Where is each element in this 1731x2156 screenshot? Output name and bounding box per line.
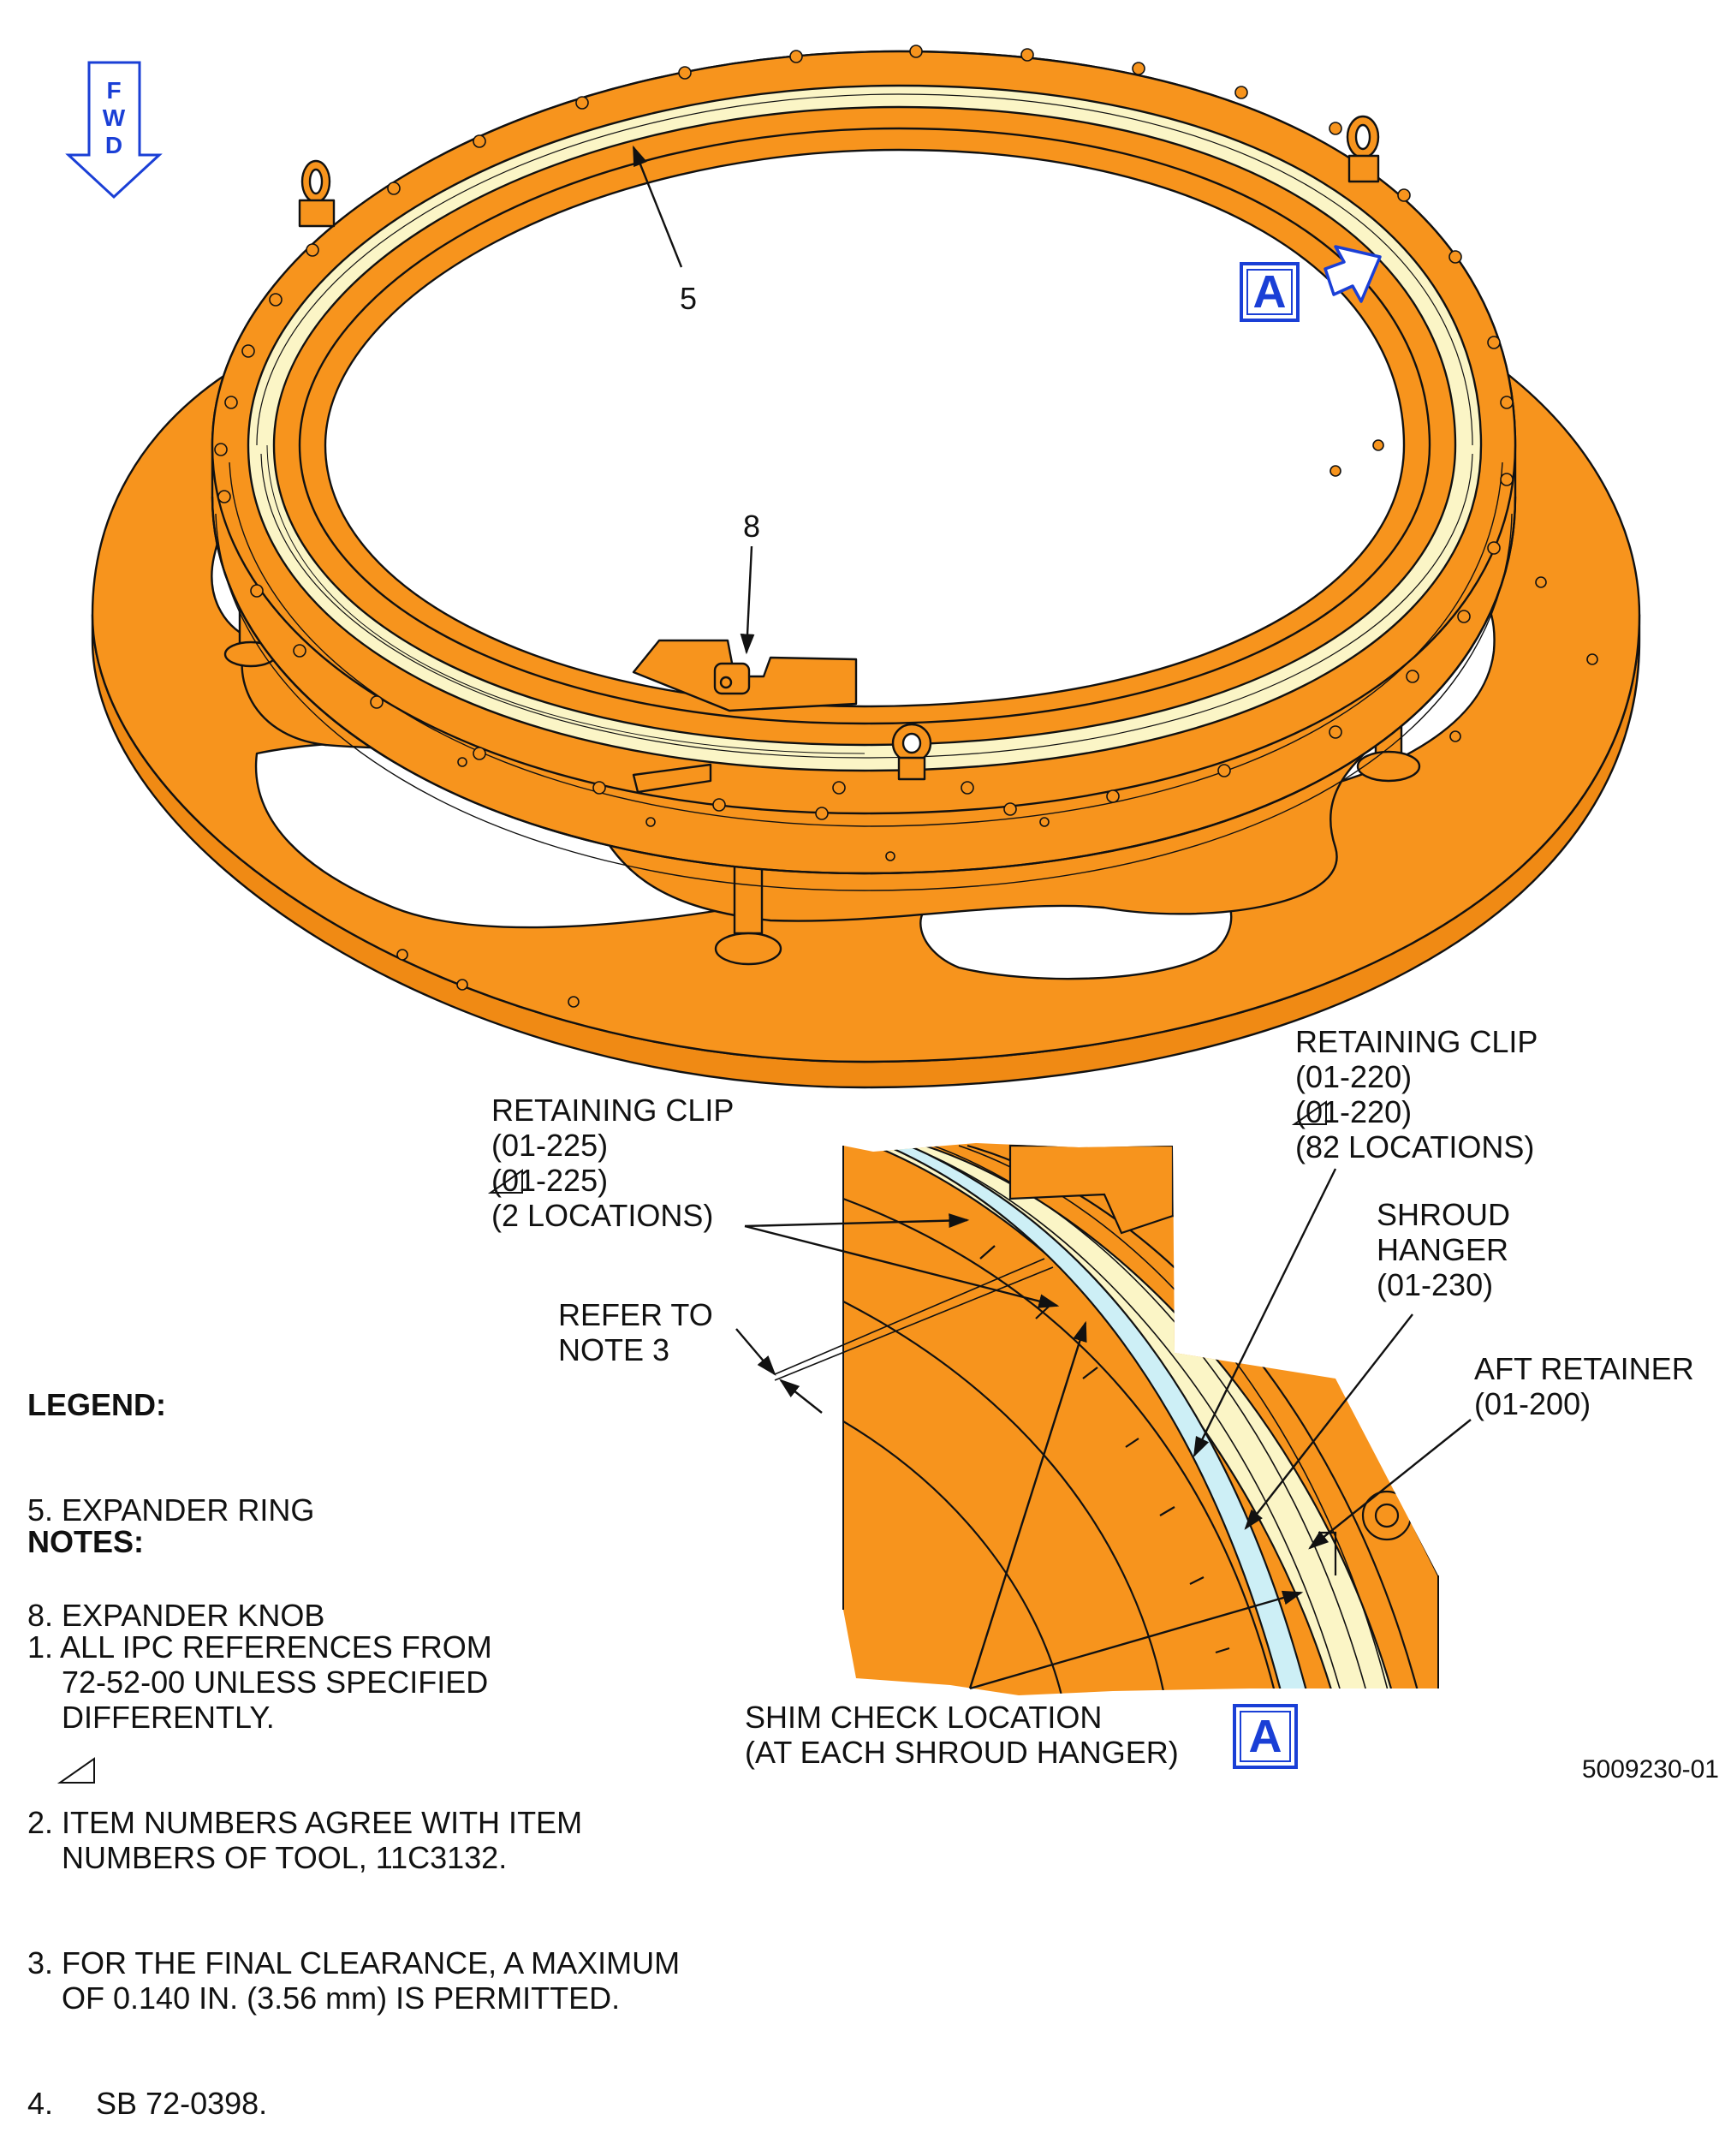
note-4: 4. SB 72-0398. (27, 2086, 268, 2121)
revision-markers (57, 1100, 1327, 1784)
callout-item-8: 8 (743, 509, 761, 544)
view-a-direction-arrow (1324, 245, 1382, 303)
fwd-letter-w: W (102, 104, 126, 131)
tool-assembly-drawing (57, 45, 1641, 1784)
main-leaders (632, 145, 755, 655)
notes-title: NOTES: (27, 1524, 145, 1559)
view-a-badge-main: A (1240, 262, 1300, 322)
fwd-letter-d: D (104, 132, 123, 158)
note-3: 3. FOR THE FINAL CLEARANCE, A MAXIMUM OF… (27, 1945, 681, 2016)
label-shroud-hanger: SHROUD HANGER (01-230) (1377, 1197, 1511, 1302)
label-refer-to-note-3: REFER TO NOTE 3 (558, 1297, 713, 1367)
callout-item-5: 5 (680, 281, 698, 316)
legend-title: LEGEND: (27, 1387, 166, 1422)
legend-item-expander-knob: 8. EXPANDER KNOB (27, 1598, 325, 1633)
note-2: 2. ITEM NUMBERS AGREE WITH ITEM NUMBERS … (27, 1805, 583, 1875)
detail-leaders (735, 1168, 1472, 1690)
base-frame (91, 50, 1641, 1089)
label-shim-check-location: SHIM CHECK LOCATION (AT EACH SHROUD HANG… (745, 1700, 1179, 1770)
note-1: 1. ALL IPC REFERENCES FROM 72-52-00 UNLE… (27, 1629, 492, 1735)
view-a-badge-detail: A (1233, 1704, 1298, 1769)
notes: NOTES: 1. ALL IPC REFERENCES FROM 72-52-… (27, 1454, 680, 2156)
legend-item-expander-ring: 5. EXPANDER RING (27, 1492, 315, 1528)
figure-number: 5009230-01 (1581, 1755, 1719, 1784)
fwd-arrow (65, 61, 163, 200)
detail-a-view (843, 1143, 1438, 1695)
label-retaining-clip-225: RETAINING CLIP (01-225) (01-225) (2 LOCA… (491, 1093, 735, 1233)
label-retaining-clip-220: RETAINING CLIP (01-220) (01-220) (82 LOC… (1295, 1024, 1538, 1164)
illustration-sheet: F W D 5 8 A A RETAINING CLIP (01-225) (0… (27, 45, 1719, 2121)
fwd-letter-f: F (106, 77, 122, 104)
legend: LEGEND: 5. EXPANDER RING 8. EXPANDER KNO… (27, 1317, 324, 1668)
label-aft-retainer: AFT RETAINER (01-200) (1474, 1351, 1694, 1421)
bolt-heads (214, 45, 1598, 1008)
